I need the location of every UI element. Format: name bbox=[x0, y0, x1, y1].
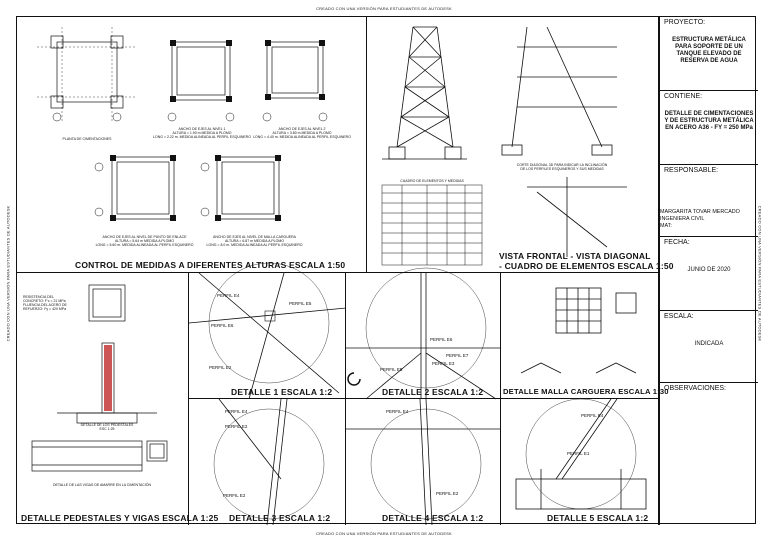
control-plans-drawing bbox=[37, 27, 328, 221]
panel-detalle-2: PERFIL E6 PERFIL E5 PERFIL E3 PERFIL E7 … bbox=[346, 267, 501, 400]
title-pedestales: DETALLE PEDESTALES Y VIGAS ESCALA 1:25 bbox=[21, 513, 219, 523]
d3-label-e2b: PERFIL E2 bbox=[223, 493, 246, 498]
caption-nivel-1: ANCHO DE EJES AL NIVEL 1 ALTURA = 1.90 m… bbox=[153, 127, 251, 139]
caption-detalle-pedestales: DETALLE DE LOS PEDESTALES ESC 1:25 bbox=[80, 423, 134, 431]
tb-responsable-label: RESPONSABLE: bbox=[664, 167, 719, 174]
title-vista-frontal-1: VISTA FRONTAL - VISTA DIAGONAL bbox=[499, 251, 651, 261]
tb-responsable-mat: MAT: bbox=[660, 223, 672, 229]
tb-fecha-value: JUNIO DE 2020 bbox=[687, 267, 731, 273]
detalle-2-drawing bbox=[346, 267, 501, 400]
tb-responsable: RESPONSABLE: MARGARITA TOVAR MERCADO ING… bbox=[660, 165, 758, 237]
tb-proyecto-label: PROYECTO: bbox=[664, 19, 706, 26]
caption-punto-enlace: ANCHO DE EJES AL NIVEL DE PUNTO DE ENLAC… bbox=[95, 235, 194, 247]
caption-nivel-2: ANCHO DE EJES AL NIVEL 2 ALTURA = 3.80 m… bbox=[253, 127, 351, 139]
tb-contiene: CONTIENE: DETALLE DE CIMENTACIONES Y DE … bbox=[660, 91, 758, 165]
tb-fecha: FECHA: JUNIO DE 2020 bbox=[660, 237, 758, 311]
tb-responsable-name: MARGARITA TOVAR MERCADO bbox=[660, 209, 740, 215]
pedestales-notes: RESISTENCIA DEL CONCRETO: F'c = 21 MPa F… bbox=[23, 295, 67, 311]
d4-label-e4: PERFIL E4 bbox=[386, 409, 409, 414]
title-detalle-5: DETALLE 5 ESCALA 1:2 bbox=[547, 513, 649, 523]
d1-label-e4: PERFIL E4 bbox=[217, 293, 240, 298]
d1-label-e6: PERFIL E6 bbox=[211, 323, 234, 328]
tb-contiene-label: CONTIENE: bbox=[664, 93, 703, 100]
title-detalle-4: DETALLE 4 ESCALA 1:2 bbox=[382, 513, 484, 523]
detalle-4-drawing bbox=[346, 398, 501, 526]
title-detalle-2: DETALLE 2 ESCALA 1:2 bbox=[382, 387, 484, 397]
tb-escala-label: ESCALA: bbox=[664, 313, 694, 320]
caption-corte-diagonal: CORTE DIAGONAL 3D PARA INDICAR LA INCLIN… bbox=[516, 163, 608, 171]
tb-proyecto-value: ESTRUCTURA METÁLICA PARA SOPORTE DE UN T… bbox=[672, 37, 746, 64]
malla-carguera-drawing bbox=[520, 287, 637, 374]
caption-cuadro-elementos: CUADRO DE ELEMENTOS Y MEDIDAS bbox=[400, 179, 464, 183]
d2-label-e5: PERFIL E5 bbox=[380, 367, 403, 372]
watermark-top: CREADO CON UNA VERSIÓN PARA ESTUDIANTES … bbox=[316, 6, 452, 11]
d3-label-e4: PERFIL E4 bbox=[225, 409, 248, 414]
caption-detalle-vigas: DETALLE DE LAS VIGAS DE AMARRE EN LA CIM… bbox=[52, 483, 152, 487]
tb-observaciones: OBSERVACIONES: bbox=[660, 383, 758, 525]
tb-responsable-role: INGENIERA CIVIL bbox=[660, 216, 705, 222]
tb-proyecto: PROYECTO: ESTRUCTURA METÁLICA PARA SOPOR… bbox=[660, 17, 758, 91]
d3-label-e2a: PERFIL E2 bbox=[225, 424, 248, 429]
title-block: PROYECTO: ESTRUCTURA METÁLICA PARA SOPOR… bbox=[659, 17, 758, 525]
d2-label-e3: PERFIL E3 bbox=[432, 361, 455, 366]
tb-contiene-value: DETALLE DE CIMENTACIONES Y DE ESTRUCTURA… bbox=[664, 111, 754, 131]
d4-label-e2: PERFIL E2 bbox=[436, 491, 459, 496]
panel-vista-frontal: CORTE DIAGONAL 3D PARA INDICAR LA INCLIN… bbox=[367, 17, 674, 273]
panel-detalle-3: PERFIL E4 PERFIL E2 PERFIL E2 DETALLE 3 … bbox=[189, 398, 346, 526]
pedestales-drawing bbox=[31, 284, 168, 472]
watermark-right: CREADO CON UNA VERSIÓN PARA ESTUDIANTES … bbox=[757, 205, 763, 342]
title-vista-frontal-2: - CUADRO DE ELEMENTOS ESCALA 1:50 bbox=[499, 261, 674, 271]
panel-detalle-5: PERFIL E4 PERFIL E1 DETALLE 5 ESCALA 1:2 bbox=[501, 398, 659, 525]
panel-detalle-4: PERFIL E4 PERFIL E2 DETALLE 4 ESCALA 1:2 bbox=[346, 398, 501, 526]
tb-escala: ESCALA: INDICADA bbox=[660, 311, 758, 383]
d5-label-e4: PERFIL E4 bbox=[581, 413, 604, 418]
d2-label-e7: PERFIL E7 bbox=[446, 353, 469, 358]
caption-malla-carguera: ANCHO DE EJES AL NIVEL DE MALLA CARGUERA… bbox=[206, 235, 303, 247]
tb-observaciones-label: OBSERVACIONES: bbox=[664, 385, 726, 392]
title-detalle-3: DETALLE 3 ESCALA 1:2 bbox=[229, 513, 331, 523]
detalle-1-drawing bbox=[188, 262, 347, 400]
tb-escala-value: INDICADA bbox=[694, 341, 724, 347]
tb-fecha-label: FECHA: bbox=[664, 239, 690, 246]
d2-label-e6: PERFIL E6 bbox=[430, 337, 453, 342]
watermark-left: CREADO CON UNA VERSIÓN PARA ESTUDIANTES … bbox=[5, 205, 11, 342]
panel-detalle-1: PERFIL E4 PERFIL E5 PERFIL E6 PERFIL E2 … bbox=[188, 262, 347, 400]
d5-label-e1: PERFIL E1 bbox=[567, 451, 590, 456]
title-detalle-1: DETALLE 1 ESCALA 1:2 bbox=[231, 387, 333, 397]
watermark-bottom: CREADO CON UNA VERSIÓN PARA ESTUDIANTES … bbox=[316, 531, 452, 536]
panel-control-medidas: PLANTA DE CIMENTACIONES ANCHO DE EJES AL… bbox=[17, 17, 367, 273]
title-malla-carguera: DETALLE MALLA CARGUERA ESCALA 1:30 bbox=[503, 387, 669, 396]
tower-elevation-drawing bbox=[381, 26, 627, 266]
caption-planta-cimentaciones: PLANTA DE CIMENTACIONES bbox=[62, 137, 112, 141]
panel-pedestales: RESISTENCIA DEL CONCRETO: F'c = 21 MPa F… bbox=[17, 273, 218, 525]
d1-label-e5: PERFIL E5 bbox=[289, 301, 312, 306]
detalle-5-drawing bbox=[515, 398, 647, 510]
panel-malla-carguera: DETALLE MALLA CARGUERA ESCALA 1:30 bbox=[501, 273, 669, 399]
title-control-medidas: CONTROL DE MEDIDAS A DIFERENTES ALTURAS … bbox=[75, 260, 346, 270]
detalle-3-drawing bbox=[213, 398, 325, 526]
d1-label-e2: PERFIL E2 bbox=[209, 365, 232, 370]
drawing-sheet: PLANTA DE CIMENTACIONES ANCHO DE EJES AL… bbox=[16, 16, 758, 526]
